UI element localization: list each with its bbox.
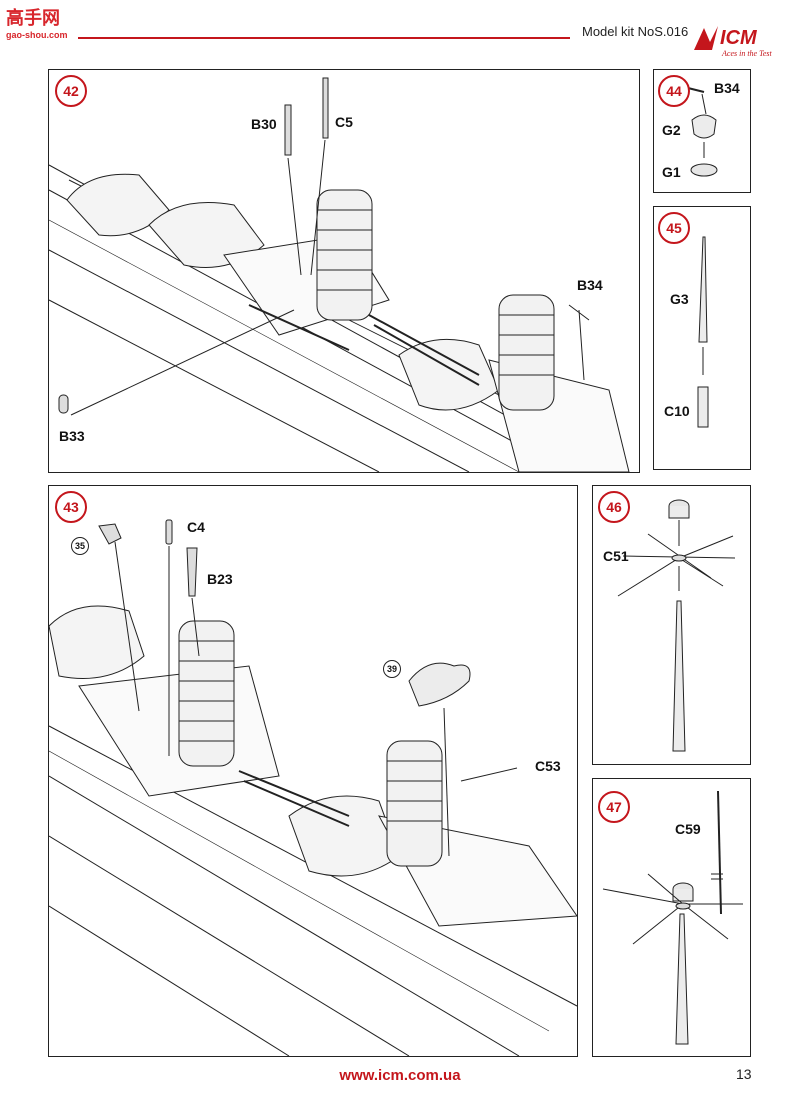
step-47-number: 47 (598, 791, 630, 823)
step-43-drawing (49, 519, 577, 1056)
part-label-c53: C53 (535, 758, 561, 774)
model-kit-label: Model kit NoS.016 (582, 24, 689, 39)
reference-step-35: 35 (71, 537, 89, 555)
header-rule (78, 37, 570, 39)
logo-brand-text: ICM (720, 27, 758, 49)
step-43-number: 43 (55, 491, 87, 523)
part-label-b34: B34 (577, 277, 603, 293)
reference-step-39: 39 (383, 660, 401, 678)
part-label-b23: B23 (207, 571, 233, 587)
step-42-number: 42 (55, 75, 87, 107)
step-47-panel: 47 C59 (592, 778, 751, 1057)
watermark-logo: 高手网 gao-shou.com (6, 4, 86, 40)
step-43-panel: 43 35 39 C4 B23 C53 (48, 485, 578, 1057)
watermark-text: 高手网 (6, 8, 60, 29)
step-44-number: 44 (658, 75, 690, 107)
logo-tagline: Aces in the Test (721, 49, 772, 58)
step-46-drawing (617, 499, 736, 752)
step-45-drawing (697, 236, 709, 428)
step-46-number: 46 (598, 491, 630, 523)
step-45-number: 45 (658, 212, 690, 244)
step-44-panel: 44 B34 G2 G1 (653, 69, 751, 193)
step-42-drawing (49, 77, 630, 472)
part-label-b33: B33 (59, 428, 85, 444)
part-label-c10: C10 (664, 403, 690, 419)
step-44-drawing (687, 87, 718, 177)
part-label-b34: B34 (714, 80, 740, 96)
part-label-g1: G1 (662, 164, 681, 180)
part-label-c59: C59 (675, 821, 701, 837)
step-45-panel: 45 G3 C10 (653, 206, 751, 470)
icm-logo: ICM Aces in the Test (690, 20, 788, 60)
part-label-g2: G2 (662, 122, 681, 138)
footer-url[interactable]: www.icm.com.ua (339, 1067, 461, 1084)
page-number: 13 (736, 1066, 752, 1082)
part-label-b30: B30 (251, 116, 277, 132)
part-label-g3: G3 (670, 291, 689, 307)
step-47-drawing (602, 790, 743, 1045)
step-42-panel: 42 B30 C5 B34 B33 (48, 69, 640, 473)
part-label-c4: C4 (187, 519, 205, 535)
watermark-subtext: gao-shou.com (6, 30, 68, 40)
part-label-c5: C5 (335, 114, 353, 130)
step-46-panel: 46 C51 (592, 485, 751, 765)
part-label-c51: C51 (603, 548, 629, 564)
